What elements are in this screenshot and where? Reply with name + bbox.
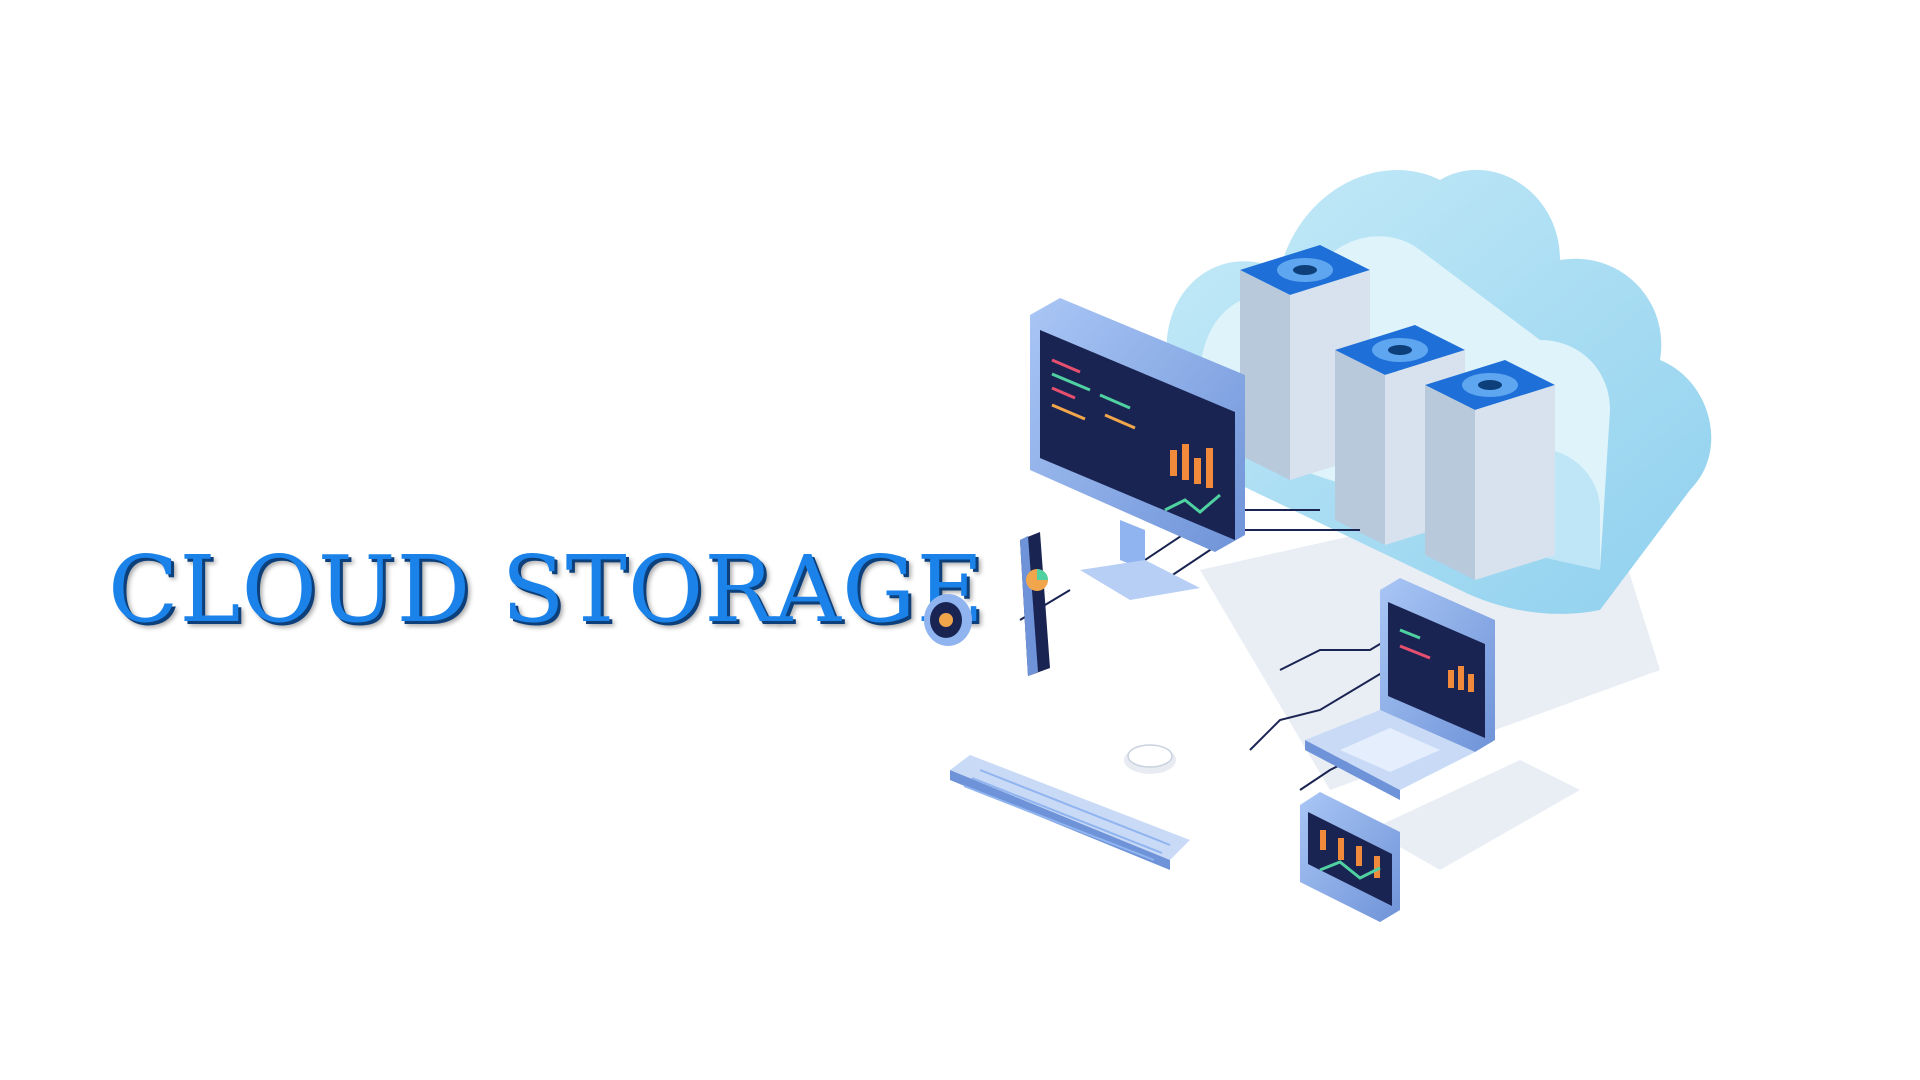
keyboard-icon	[950, 755, 1190, 870]
desktop-monitor-icon	[1030, 298, 1245, 600]
headline-title: CLOUD STORAGE	[108, 540, 985, 640]
mouse-icon	[1124, 744, 1176, 774]
tablet-icon	[1300, 792, 1400, 922]
smartwatch-icon	[924, 594, 972, 646]
laptop-icon	[1305, 578, 1495, 800]
server-rack-icon	[1240, 245, 1555, 580]
smartphone-icon	[1020, 532, 1050, 676]
headline-text: CLOUD STORAGE	[108, 536, 985, 643]
cloud-storage-illustration	[924, 169, 1712, 922]
